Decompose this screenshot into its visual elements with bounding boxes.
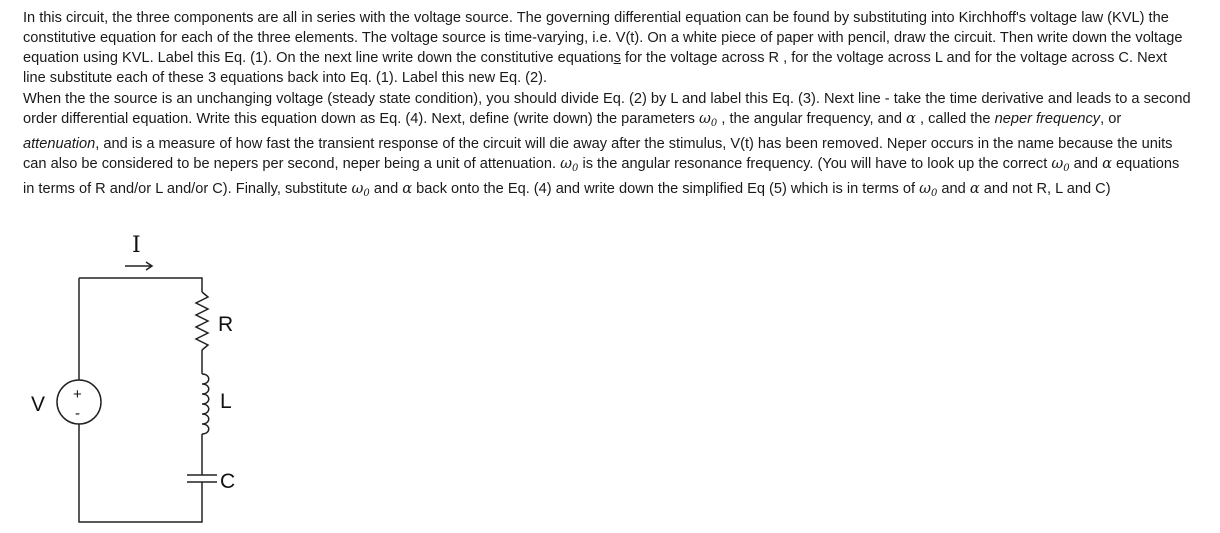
p2-text-6: is the angular resonance frequency. (You… <box>578 156 1052 172</box>
alpha-symbol: α <box>402 180 413 197</box>
top-wire <box>79 277 203 292</box>
p2-text-4: , or <box>1100 111 1122 127</box>
p2-text-3: , called the <box>915 111 995 127</box>
paragraph-2: When the the source is an unchanging vol… <box>23 89 1193 204</box>
p2-text-10: back onto the Eq. (4) and write down the… <box>412 181 920 197</box>
capacitor-symbol <box>187 474 217 483</box>
p2-text-1: When the the source is an unchanging vol… <box>23 91 1191 127</box>
omega0-symbol: ω0 <box>919 180 938 199</box>
p2-text-11: and <box>937 181 970 197</box>
p1-underlined-s: s <box>613 50 621 66</box>
capacitor-label: C <box>220 470 235 493</box>
p1-text-a: In this circuit, the three components ar… <box>23 10 1183 66</box>
voltage-source-symbol <box>56 379 102 425</box>
alpha-symbol: α <box>1102 155 1112 172</box>
p2-text-2: , the angular frequency, and <box>717 111 907 127</box>
p2-text-12: and not R, L and C) <box>979 181 1111 197</box>
current-arrow-icon <box>125 261 154 271</box>
p1-text-b: for the voltage across R , for the volta… <box>23 50 1168 86</box>
alpha-symbol: α <box>969 180 980 197</box>
inductor-symbol <box>201 373 210 435</box>
p2-text-5: , and is a measure of how fast the trans… <box>23 136 1173 172</box>
current-label: I <box>132 233 141 258</box>
p2-text-7: and <box>1069 156 1103 172</box>
alpha-symbol: α <box>906 110 916 127</box>
source-minus-sign: - <box>75 405 80 422</box>
resistor-label: R <box>218 313 233 336</box>
neper-frequency-term: neper frequency <box>994 111 1101 127</box>
inductor-label: L <box>220 390 232 413</box>
source-label: V <box>31 393 45 416</box>
resistor-symbol <box>194 291 210 351</box>
bottom-wire <box>78 424 203 523</box>
attenuation-term: attenuation <box>23 136 96 152</box>
p2-text-8: equations in terms of R and/or L and/or … <box>23 156 1180 197</box>
source-plus-sign: + <box>73 386 82 403</box>
omega0-symbol: ω0 <box>351 180 370 199</box>
paragraph-1: In this circuit, the three components ar… <box>23 8 1193 88</box>
p2-text-9: and <box>369 181 403 197</box>
omega0-symbol: ω0 <box>1051 155 1070 174</box>
omega0-symbol: ω0 <box>699 110 718 129</box>
omega0-symbol: ω0 <box>560 155 579 174</box>
rlc-circuit-diagram: I V + - R L C <box>31 233 235 523</box>
